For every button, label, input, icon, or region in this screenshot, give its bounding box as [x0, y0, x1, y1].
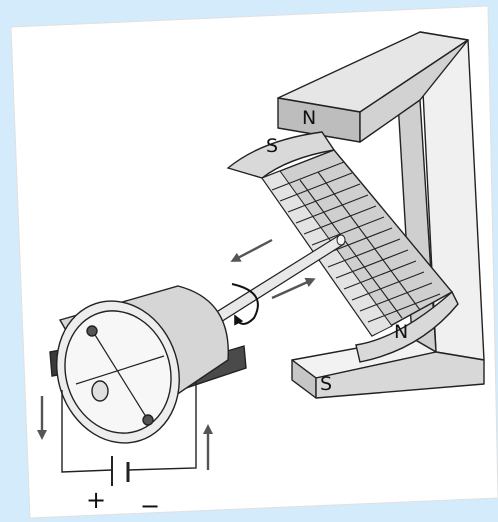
upper-pole-shoe — [226, 131, 336, 179]
pole-label-bottom-n: N — [394, 321, 408, 343]
battery-positive-label: + — [86, 486, 106, 514]
current-arrows — [37, 238, 316, 470]
armature-windings — [271, 161, 441, 323]
pole-label-top-s: S — [266, 135, 278, 157]
pole-label-bottom-s: S — [320, 373, 332, 395]
lower-pole-shoe — [355, 290, 459, 363]
rotation-arrow — [231, 283, 259, 326]
lower-force-arrow — [271, 277, 316, 300]
commutator — [49, 285, 247, 444]
pole-label-top-n: N — [302, 107, 316, 129]
battery-negative-label: − — [140, 492, 160, 520]
battery — [111, 456, 130, 486]
upper-force-arrow — [230, 238, 273, 262]
circuit-wires — [61, 382, 197, 473]
